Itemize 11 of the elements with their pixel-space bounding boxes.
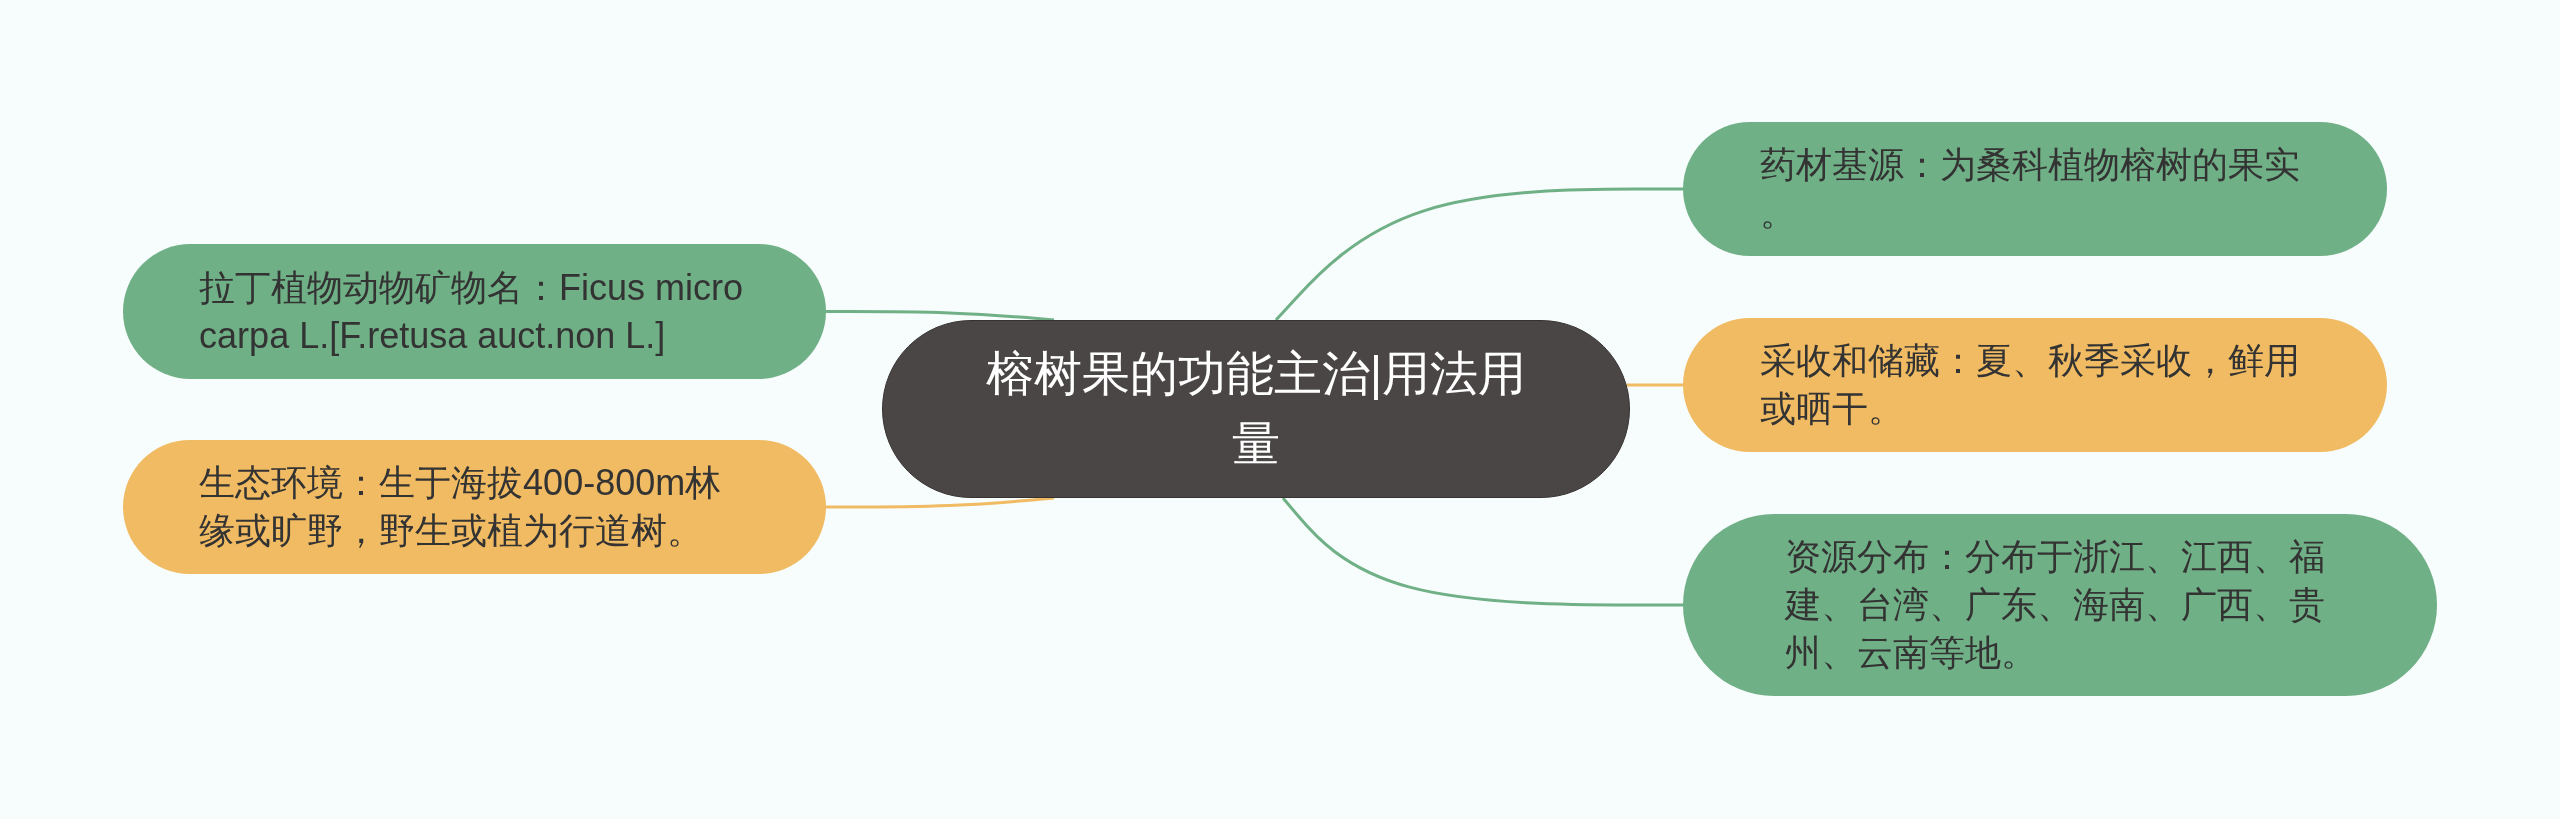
branch-line <box>826 310 1055 322</box>
topic-text: 资源分布：分布于浙江、江西、福建、台湾、广东、海南、广西、贵州、云南等地。 <box>1784 535 2326 675</box>
central-topic-text: 榕树果的功能主治|用法用量 <box>984 346 1528 472</box>
branch-line <box>1281 497 1683 607</box>
topic-text: 药材基源：为桑科植物榕树的果实。 <box>1759 143 2301 235</box>
topic-text: 拉丁植物动物矿物名：Ficus microcarpa L.[F.retusa auct.non L.] <box>199 265 745 358</box>
topic-text: 生态环境：生于海拔400-800m林缘或旷野，野生或植为行道树。 <box>199 461 723 553</box>
topic-text: 采收和储藏：夏、秋季采收，鲜用或晒干。 <box>1759 339 2301 431</box>
branch-line <box>826 496 1055 509</box>
branch-line <box>1626 383 1683 387</box>
branch-line <box>1274 187 1683 321</box>
